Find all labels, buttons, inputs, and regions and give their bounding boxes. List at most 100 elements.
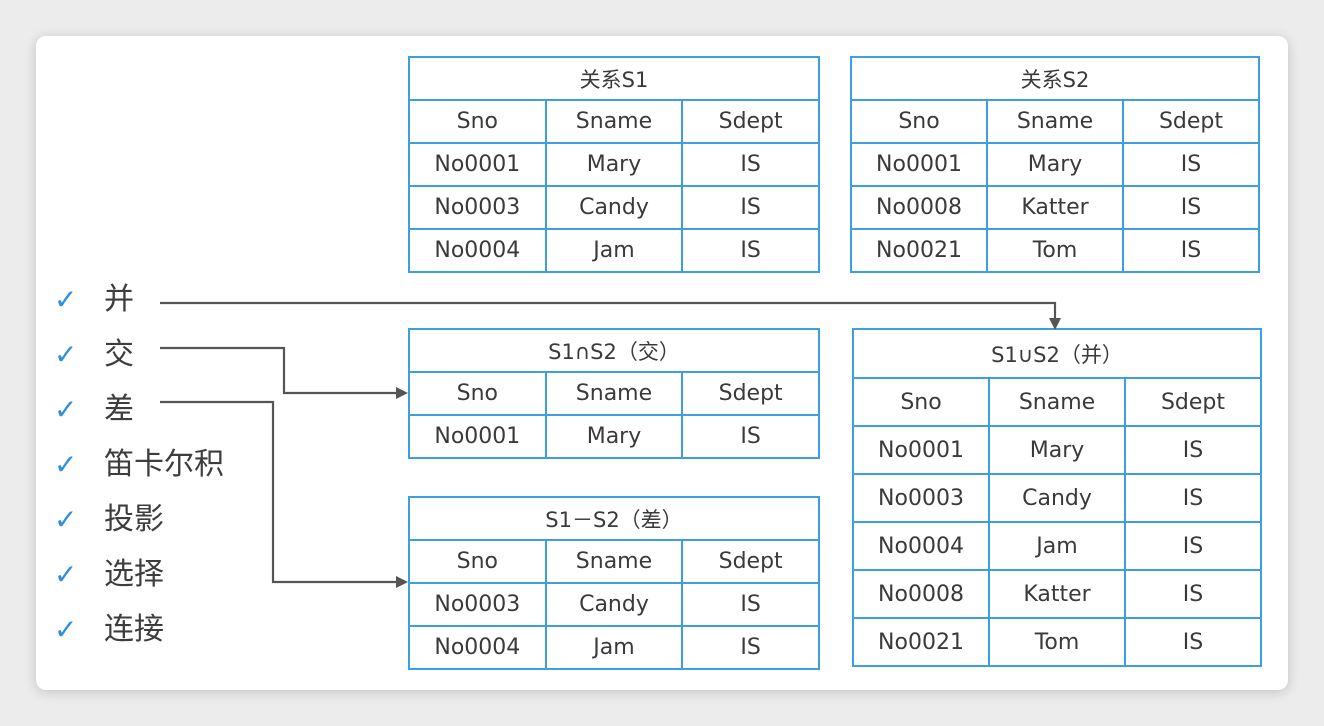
column-header: Sname	[544, 371, 684, 416]
table-cell: Mary	[988, 425, 1126, 475]
table-difference: S1－S2（差） Sno Sname Sdept No0003 Candy IS…	[408, 496, 820, 670]
operation-label: 交	[104, 337, 134, 372]
table-cell: IS	[1124, 521, 1262, 571]
table-row: No0001 Mary IS	[408, 142, 820, 187]
table-cell: Katter	[988, 569, 1126, 619]
table-cell: No0004	[408, 625, 547, 670]
table-cell: IS	[1124, 569, 1262, 619]
table-cell: No0003	[852, 473, 990, 523]
table-cell: No0008	[852, 569, 990, 619]
table-cell: Jam	[988, 521, 1126, 571]
table-cell: Mary	[986, 142, 1124, 187]
table-cell: IS	[1124, 425, 1262, 475]
table-cell: No0004	[852, 521, 990, 571]
check-icon: ✓	[54, 503, 78, 536]
table-row: No0004 Jam IS	[408, 228, 820, 273]
table-cell: IS	[681, 228, 820, 273]
table-cell: Tom	[988, 617, 1126, 667]
table-cell: Candy	[544, 185, 684, 230]
table-cell: Tom	[986, 228, 1124, 273]
table-title: 关系S1	[408, 56, 820, 101]
table-cell: Jam	[544, 228, 684, 273]
check-icon: ✓	[54, 613, 78, 646]
table-row: No0003 Candy IS	[408, 582, 820, 627]
table-cell: Candy	[544, 582, 684, 627]
check-icon: ✓	[54, 283, 78, 316]
table-cell: No0021	[852, 617, 990, 667]
operation-join: ✓ 连接	[52, 602, 224, 657]
table-row: No0001 Mary IS	[852, 425, 1262, 475]
table-cell: IS	[1122, 185, 1260, 230]
column-header: Sdept	[681, 371, 820, 416]
check-icon: ✓	[54, 448, 78, 481]
column-header: Sname	[986, 99, 1124, 144]
table-cell: Jam	[544, 625, 684, 670]
table-s1: 关系S1 Sno Sname Sdept No0001 Mary IS No00…	[408, 56, 820, 273]
column-header: Sdept	[681, 539, 820, 584]
table-cell: No0021	[850, 228, 988, 273]
arrow-union	[160, 301, 1057, 320]
table-row: No0004 Jam IS	[408, 625, 820, 670]
operation-intersection: ✓交	[52, 327, 224, 382]
table-cell: IS	[1122, 228, 1260, 273]
table-title: 关系S2	[850, 56, 1260, 101]
column-header: Sno	[408, 539, 547, 584]
arrow-difference	[160, 400, 398, 584]
operation-cartesian-product: ✓ 笛卡尔积	[52, 437, 224, 492]
table-cell: IS	[1122, 142, 1260, 187]
table-row: No0008 Katter IS	[852, 569, 1262, 619]
table-row: No0003 Candy IS	[852, 473, 1262, 523]
check-icon: ✓	[54, 558, 78, 591]
column-header: Sdept	[1122, 99, 1260, 144]
operation-label: 投影	[104, 502, 164, 537]
check-icon: ✓	[54, 338, 78, 371]
table-title: S1－S2（差）	[408, 496, 820, 541]
column-header: Sno	[852, 377, 990, 427]
table-header-row: Sno Sname Sdept	[408, 371, 820, 416]
operation-label: 并	[104, 282, 134, 317]
table-cell: No0001	[850, 142, 988, 187]
operation-label: 连接	[104, 612, 164, 647]
table-header-row: Sno Sname Sdept	[852, 377, 1262, 427]
table-row: No0003 Candy IS	[408, 185, 820, 230]
operation-selection: ✓ 选择	[52, 547, 224, 602]
arrowhead-union	[1049, 318, 1061, 330]
operation-label: 选择	[104, 557, 164, 592]
operation-label: 差	[104, 392, 134, 427]
operation-union: ✓并	[52, 272, 224, 327]
table-header-row: Sno Sname Sdept	[408, 539, 820, 584]
table-row: No0021 Tom IS	[852, 617, 1262, 667]
column-header: Sdept	[1124, 377, 1262, 427]
operation-difference: ✓差	[52, 382, 224, 437]
table-cell: IS	[1124, 617, 1262, 667]
column-header: Sname	[544, 99, 684, 144]
table-header-row: Sno Sname Sdept	[850, 99, 1260, 144]
table-cell: Mary	[544, 142, 684, 187]
table-cell: IS	[681, 414, 820, 459]
table-cell: No0001	[408, 414, 547, 459]
arrowhead-intersection	[396, 387, 408, 399]
table-row: No0001 Mary IS	[408, 414, 820, 459]
column-header: Sno	[850, 99, 988, 144]
table-cell: IS	[1124, 473, 1262, 523]
table-s2: 关系S2 Sno Sname Sdept No0001 Mary IS No00…	[850, 56, 1260, 273]
column-header: Sname	[988, 377, 1126, 427]
arrow-intersection	[160, 346, 398, 395]
table-cell: No0001	[852, 425, 990, 475]
table-cell: No0003	[408, 582, 547, 627]
column-header: Sno	[408, 371, 547, 416]
table-union: S1∪S2（并） Sno Sname Sdept No0001 Mary IS …	[852, 328, 1262, 667]
arrowhead-difference	[396, 576, 408, 588]
table-row: No0001 Mary IS	[850, 142, 1260, 187]
table-title: S1∪S2（并）	[852, 328, 1262, 379]
table-title: S1∩S2（交）	[408, 328, 820, 373]
table-cell: Katter	[986, 185, 1124, 230]
table-cell: No0001	[408, 142, 547, 187]
table-cell: IS	[681, 185, 820, 230]
table-intersection: S1∩S2（交） Sno Sname Sdept No0001 Mary IS	[408, 328, 820, 459]
table-row: No0021 Tom IS	[850, 228, 1260, 273]
table-cell: No0008	[850, 185, 988, 230]
operation-label: 笛卡尔积	[104, 447, 224, 482]
table-row: No0008 Katter IS	[850, 185, 1260, 230]
